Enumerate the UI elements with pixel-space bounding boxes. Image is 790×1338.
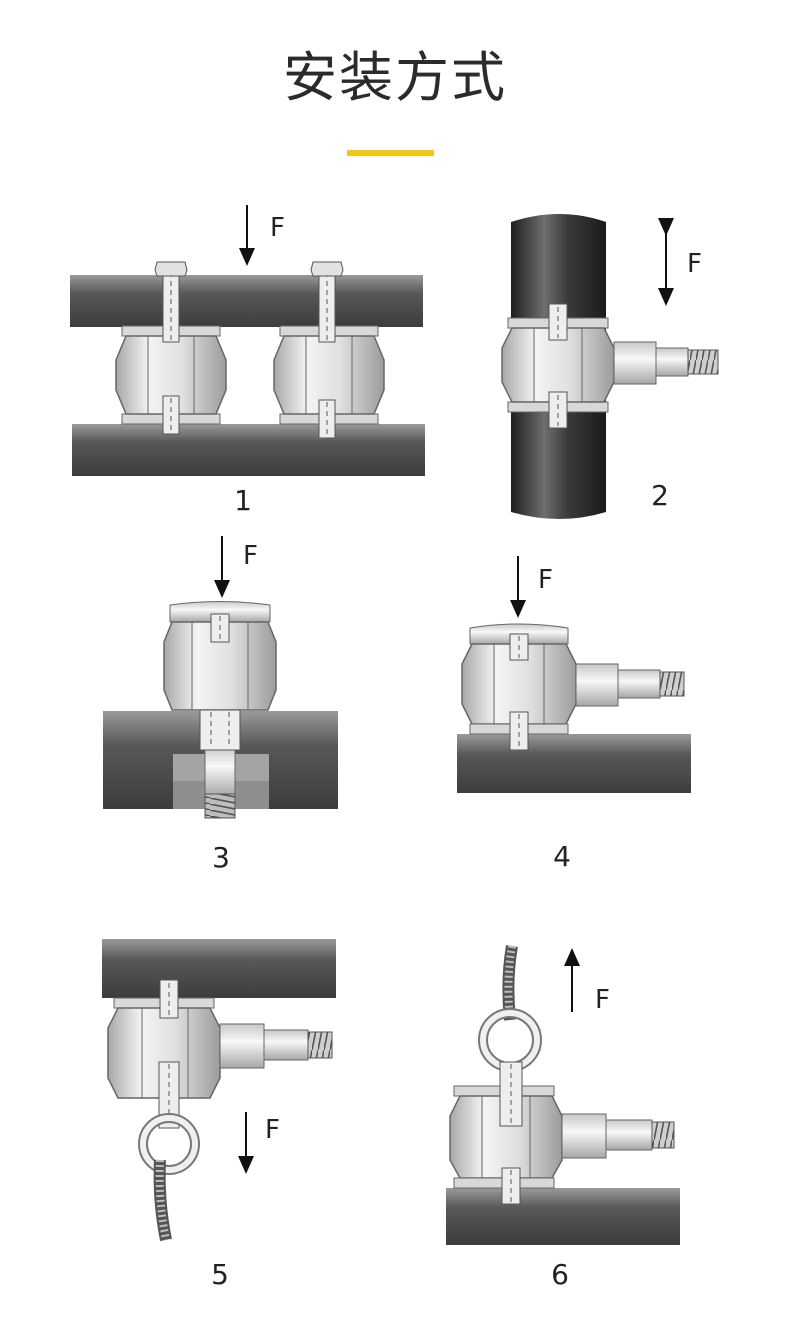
force-label: F	[243, 541, 258, 571]
figure-4: F 4	[457, 556, 691, 873]
figure-6: F 6	[446, 944, 680, 1291]
force-label: F	[687, 249, 702, 279]
figure-number: 6	[551, 1258, 569, 1291]
force-label: F	[538, 565, 553, 595]
force-label: F	[270, 213, 285, 243]
figure-2: F 2	[501, 214, 719, 519]
figure-1: F 1	[70, 205, 425, 517]
force-label: F	[595, 985, 610, 1015]
figure-number: 3	[212, 841, 230, 874]
figure-3: F 3	[103, 536, 338, 874]
figure-5: F 5	[102, 939, 336, 1291]
figure-number: 1	[234, 484, 252, 517]
load-cell	[115, 261, 227, 435]
figure-number: 2	[651, 479, 669, 512]
force-label: F	[265, 1115, 280, 1145]
load-cell	[273, 261, 385, 439]
title-underline	[347, 150, 434, 156]
figure-number: 4	[553, 840, 571, 873]
figure-number: 5	[211, 1258, 229, 1291]
page-title: 安装方式	[283, 46, 507, 109]
